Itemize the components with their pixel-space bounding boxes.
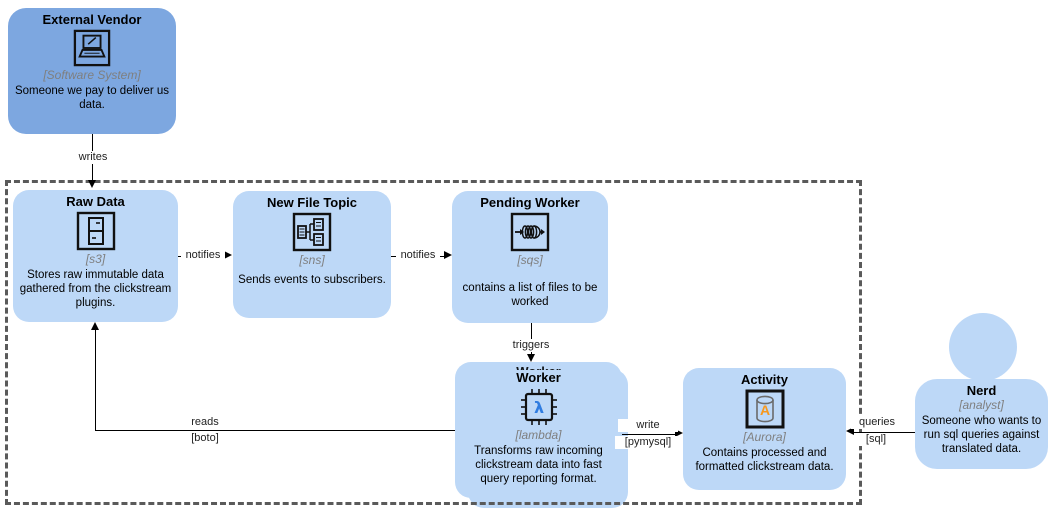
edge-write-arrowhead <box>675 429 683 437</box>
node-nerd[interactable]: Nerd [analyst] Someone who wants to run … <box>915 379 1048 469</box>
node-description: Stores raw immutable data gathered from … <box>19 269 172 310</box>
node-title: Activity <box>741 372 788 387</box>
node-pending-worker[interactable]: Pending Worker [sqs] contains a list of … <box>452 191 608 323</box>
svg-text:A: A <box>759 402 769 418</box>
node-title: External Vendor <box>42 12 142 27</box>
node-meta: [sqs] <box>517 253 543 267</box>
node-meta: [sns] <box>299 253 325 267</box>
edge-queries-label: queries <box>851 416 903 429</box>
edge-notifies2-arrowhead <box>444 251 452 259</box>
node-raw-data[interactable]: Raw Data [s3] Stores raw immutable data … <box>13 190 178 322</box>
edge-write-line <box>622 434 675 435</box>
node-meta: [Software System] <box>43 68 141 82</box>
node-title: Raw Data <box>66 194 125 209</box>
lambda-icon: λ <box>519 387 559 427</box>
aurora-db-icon: A <box>745 389 785 429</box>
node-description: Contains processed and formatted clickst… <box>695 447 834 474</box>
edge-triggers-line <box>531 323 532 354</box>
edge-queries-line <box>854 432 915 433</box>
node-description: Transforms raw incoming clickstream data… <box>474 445 603 486</box>
edge-reads-label: reads <box>180 416 230 429</box>
worker-clipped-title: Worker <box>516 365 561 370</box>
edge-triggers-label: triggers <box>507 339 555 352</box>
edge-write-tech-label: [pymysql] <box>615 436 681 449</box>
edge-reads-arrowhead <box>91 322 99 330</box>
node-title: New File Topic <box>266 195 358 210</box>
node-title: Pending Worker <box>480 195 580 210</box>
edge-reads-tech-label: [boto] <box>180 432 230 445</box>
node-worker[interactable]: Worker Worker λ [lambda] Transforms raw <box>455 362 622 498</box>
edge-notifies1-arrowhead <box>224 251 232 259</box>
edge-writes-arrowhead <box>88 180 96 188</box>
sns-topic-icon <box>292 212 332 252</box>
edge-reads-line-h <box>95 430 455 431</box>
nerd-person-head <box>949 313 1017 381</box>
edge-notifies1-label: notifies <box>181 249 225 262</box>
node-title: Nerd <box>966 383 997 398</box>
node-external-vendor[interactable]: External Vendor [Software System] Someon… <box>8 8 176 134</box>
node-description: Someone we pay to deliver us data. <box>14 85 170 112</box>
node-new-file-topic[interactable]: New File Topic [sns] Sends events <box>233 191 391 318</box>
edge-write-label: write <box>618 419 678 432</box>
s3-bucket-icon <box>76 211 116 251</box>
edge-queries-tech-label: [sql] <box>857 433 895 446</box>
edge-reads-line-v <box>95 330 96 430</box>
node-meta: [analyst] <box>959 398 1004 412</box>
node-description: contains a list of files to be worked <box>462 282 598 309</box>
node-activity[interactable]: Activity A [Aurora] Contains processed a… <box>683 368 846 490</box>
node-meta: [lambda] <box>515 428 562 442</box>
node-title: Worker <box>516 370 561 385</box>
node-meta: [Aurora] <box>743 430 786 444</box>
edge-queries-arrowhead <box>846 427 854 435</box>
node-description: Someone who wants to run sql queries aga… <box>921 415 1042 456</box>
computer-icon <box>73 29 111 67</box>
edge-writes-label: writes <box>71 151 115 164</box>
sqs-queue-icon <box>510 212 550 252</box>
node-description: Sends events to subscribers. <box>238 274 386 286</box>
edge-notifies2-label: notifies <box>396 249 440 262</box>
node-meta: [s3] <box>85 252 106 266</box>
svg-text:λ: λ <box>533 398 543 417</box>
edge-triggers-arrowhead <box>527 354 535 362</box>
